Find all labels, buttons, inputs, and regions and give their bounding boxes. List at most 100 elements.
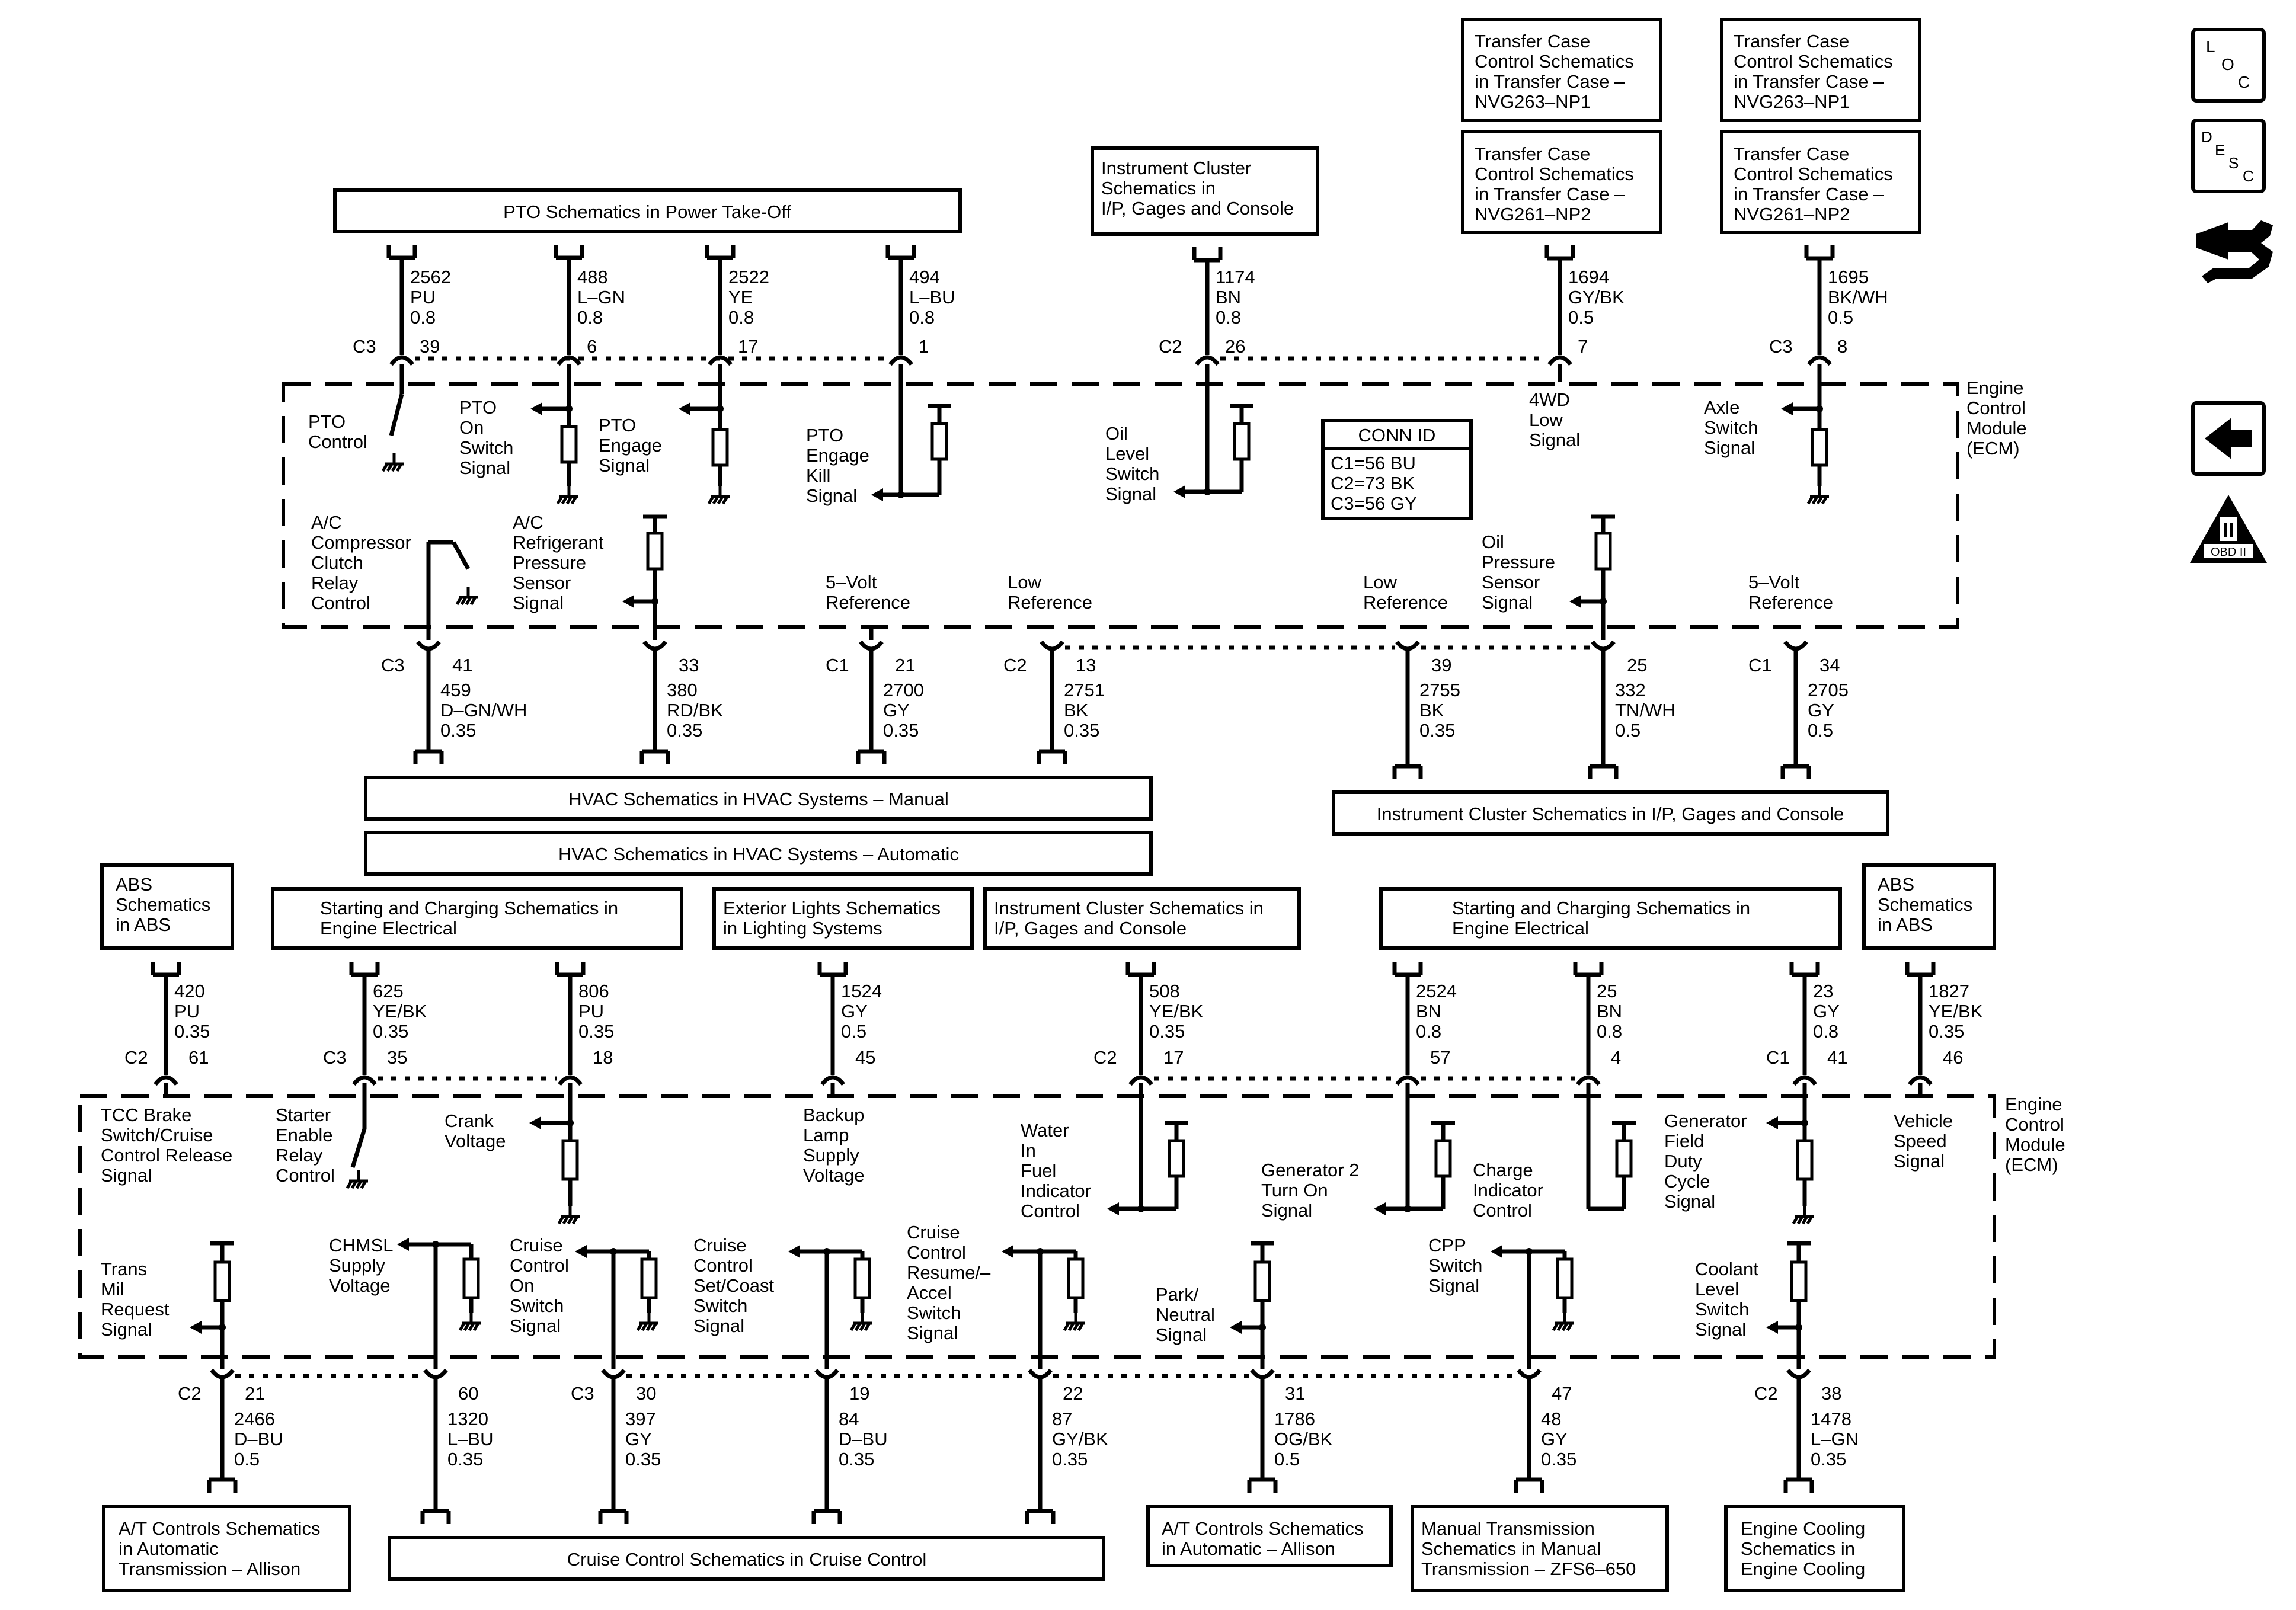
- ic-mid-label: Instrument Cluster Schematics in I/P, Ga…: [1377, 804, 1844, 824]
- ic-mid-box[interactable]: Instrument Cluster Schematics in I/P, Ga…: [1332, 790, 1889, 836]
- hvac-auto-box[interactable]: HVAC Schematics in HVAC Systems – Automa…: [364, 831, 1153, 876]
- hvac-manual-box[interactable]: HVAC Schematics in HVAC Systems – Manual: [364, 776, 1153, 821]
- pin-number: 33: [679, 655, 699, 676]
- pin-number: 21: [245, 1383, 265, 1404]
- desc-icon-c: C: [2243, 167, 2254, 185]
- lowbot-conn-c3: C3: [571, 1383, 594, 1404]
- loc-icon[interactable]: L O C: [2191, 28, 2266, 103]
- loc-icon-c: C: [2238, 73, 2250, 91]
- mid-conn-c1-right: C1: [1748, 655, 1772, 676]
- back-arrow-icon[interactable]: [2191, 401, 2266, 476]
- conn-id-title: CONN ID: [1358, 425, 1436, 446]
- obd-ii-label: OBD II: [2211, 546, 2246, 559]
- navigate-hand-icon[interactable]: [2196, 220, 2273, 283]
- pin-number: 45: [855, 1047, 875, 1068]
- ecm-lower-border: [78, 1094, 1996, 1359]
- desc-icon[interactable]: D E S C: [2191, 119, 2266, 193]
- cruise-box[interactable]: Cruise Control Schematics in Cruise Cont…: [388, 1536, 1105, 1581]
- mid-conn-c3: C3: [381, 655, 405, 676]
- obd-ii-numeral: II: [2223, 519, 2234, 542]
- pin-number: 35: [387, 1047, 407, 1068]
- pin-number: 38: [1821, 1383, 1841, 1404]
- pin-number: 19: [849, 1383, 869, 1404]
- pin-number: 47: [1552, 1383, 1572, 1404]
- conn-id-line-1: C1=56 BU: [1331, 453, 1416, 473]
- pto-box[interactable]: PTO Schematics in Power Take-Off: [333, 188, 962, 233]
- desc-icon-s: S: [2228, 154, 2239, 172]
